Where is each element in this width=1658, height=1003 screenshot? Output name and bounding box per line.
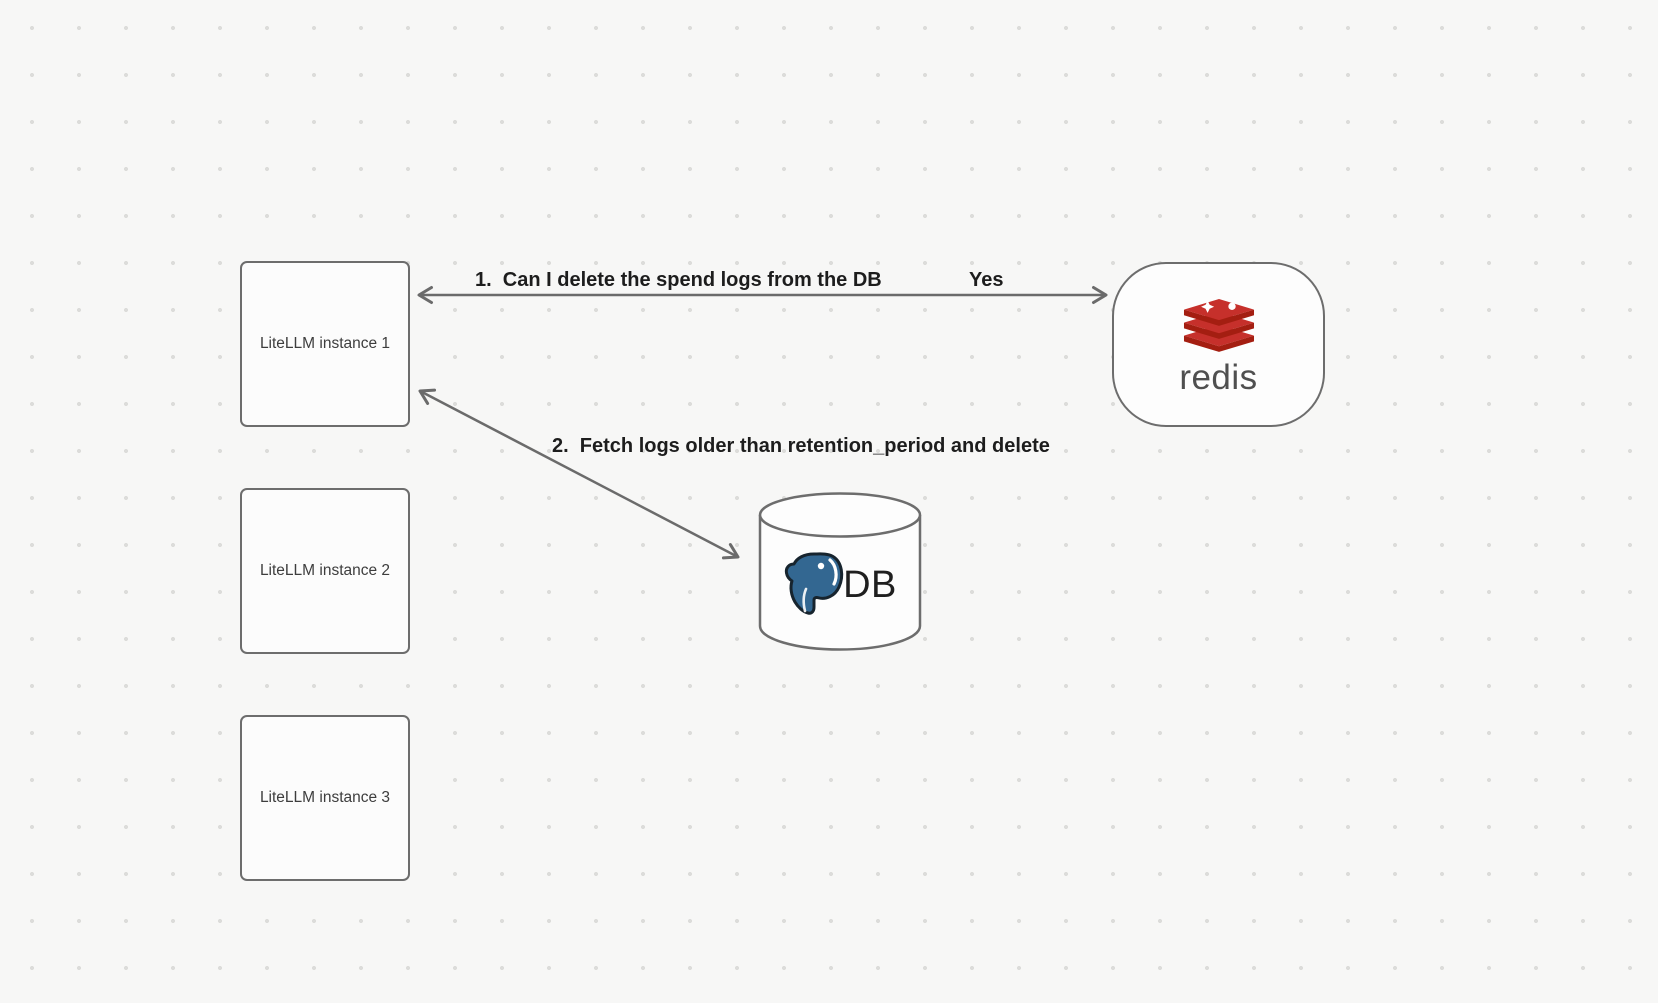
node-litellm-instance-2: LiteLLM instance 2 [240, 488, 410, 654]
node-database: DB [757, 490, 923, 652]
database-content: DB [757, 542, 923, 628]
redis-wordmark: redis [1179, 357, 1258, 397]
edge2-label: 2. Fetch logs older than retention_perio… [552, 435, 1050, 457]
node-litellm-instance-3: LiteLLM instance 3 [240, 715, 410, 881]
postgresql-logo-icon [784, 552, 844, 615]
node-litellm-instance-1: LiteLLM instance 1 [240, 261, 410, 427]
database-label: DB [843, 563, 897, 606]
edge1-response-label: Yes [969, 269, 1004, 291]
node-redis: redis [1112, 262, 1325, 427]
node-litellm-instance-3-label: LiteLLM instance 3 [259, 789, 391, 806]
node-litellm-instance-1-label: LiteLLM instance 1 [259, 335, 391, 352]
node-litellm-instance-2-label: LiteLLM instance 2 [259, 562, 391, 579]
edge2-arrow [418, 388, 740, 560]
edge1-label: 1. Can I delete the spend logs from the … [475, 269, 882, 291]
redis-logo-icon [1183, 298, 1254, 352]
